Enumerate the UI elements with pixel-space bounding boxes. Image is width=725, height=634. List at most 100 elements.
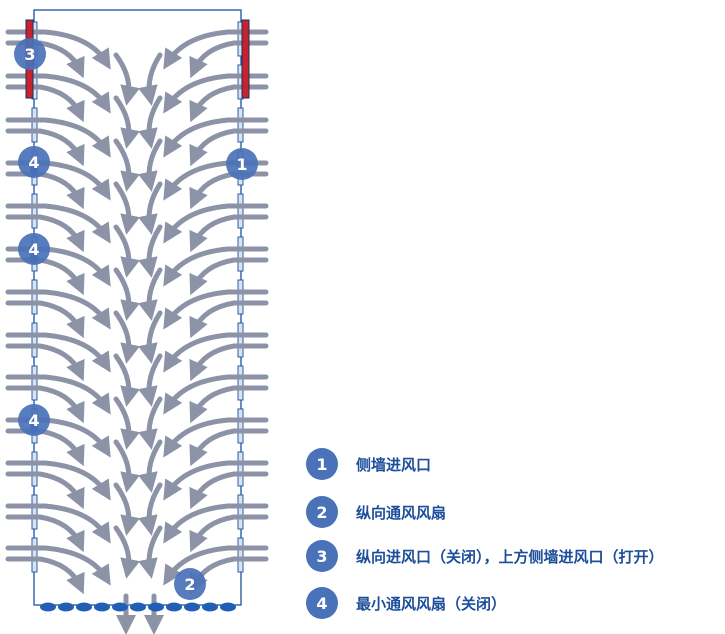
- airflow-arrow: [5, 545, 111, 586]
- legend-label: 纵向进风口（关闭），上方侧墙进风口（打开）: [356, 547, 664, 566]
- tunnel-fan-marker: [58, 602, 74, 612]
- legend-item-side-inlet: 1 侧墙进风口: [306, 448, 721, 480]
- wall-inlet-panel: [31, 537, 38, 573]
- airflow-arrow: [138, 267, 163, 321]
- airflow-arrow: [5, 556, 85, 595]
- airflow-arrow: [5, 128, 85, 167]
- wall-inlet-panel: [31, 365, 38, 401]
- airflow-arrow: [189, 128, 269, 167]
- airflow-arrow: [189, 40, 269, 79]
- wall-inlet-panel: [237, 107, 244, 143]
- airflow-arrow: [138, 396, 163, 450]
- airflow-arrow: [5, 385, 85, 424]
- airflow-arrow: [138, 181, 163, 235]
- airflow-arrow: [5, 257, 85, 296]
- wall-inlet-panel: [31, 279, 38, 315]
- airflow-arrow: [5, 289, 111, 330]
- airflow-arrow: [113, 267, 140, 321]
- tunnel-fan-marker: [94, 602, 110, 612]
- airflow-arrow: [5, 332, 111, 373]
- badge-min-fan: 4: [18, 233, 50, 265]
- airflow-arrow: [189, 428, 269, 467]
- wall-inlet-panel: [237, 537, 244, 573]
- airflow-arrow: [5, 203, 111, 244]
- tunnel-fans: [40, 602, 236, 612]
- airflow-arrows: [5, 29, 269, 634]
- legend-label: 纵向通风风扇: [356, 503, 447, 522]
- tunnel-fan-marker: [40, 602, 56, 612]
- legend-item-tunnel-fan: 2 纵向通风风扇: [306, 496, 721, 528]
- airflow-arrow: [189, 385, 269, 424]
- airflow-arrow: [113, 396, 140, 450]
- airflow-arrow: [163, 545, 269, 586]
- airflow-arrow: [163, 117, 269, 158]
- airflow-arrow: [163, 460, 269, 501]
- airflow-arrow: [138, 224, 163, 278]
- airflow-arrow: [189, 514, 269, 553]
- airflow-arrow: [5, 471, 85, 510]
- airflow-arrow: [5, 84, 85, 123]
- wall-inlet-panel: [31, 322, 38, 358]
- airflow-arrow: [113, 181, 140, 235]
- airflow-arrow: [113, 525, 140, 579]
- airflow-arrow: [163, 246, 269, 287]
- badge-min-fan: 4: [18, 404, 50, 436]
- airflow-arrow: [113, 95, 140, 149]
- legend-number-badge: 4: [306, 587, 338, 619]
- badge-tunnel-fan: 2: [174, 568, 206, 600]
- airflow-arrow: [5, 73, 111, 114]
- badge-tunnel-inlet: 3: [14, 38, 46, 70]
- airflow-arrow: [113, 310, 140, 364]
- airflow-arrow: [113, 353, 140, 407]
- airflow-arrow: [163, 503, 269, 544]
- airflow-arrow: [138, 310, 163, 364]
- airflow-arrow: [113, 224, 140, 278]
- airflow-arrow: [138, 353, 163, 407]
- tunnel-fan-marker: [148, 602, 164, 612]
- airflow-arrow: [138, 482, 163, 536]
- tunnel-fan-marker: [220, 602, 236, 612]
- wall-inlet-panel: [237, 279, 244, 315]
- wall-inlet-panel: [237, 236, 244, 272]
- airflow-arrow: [113, 482, 140, 536]
- airflow-arrow: [5, 171, 85, 210]
- wall-inlet-panel: [31, 107, 38, 143]
- svg-text:4: 4: [28, 153, 39, 172]
- svg-text:2: 2: [184, 575, 195, 594]
- airflow-arrow: [189, 300, 269, 339]
- airflow-arrow: [189, 84, 269, 123]
- airflow-arrow: [138, 138, 163, 192]
- svg-text:4: 4: [28, 240, 39, 259]
- tunnel-fan-marker: [76, 602, 92, 612]
- airflow-arrow: [138, 525, 163, 579]
- airflow-arrow: [5, 503, 111, 544]
- airflow-arrow: [163, 374, 269, 415]
- airflow-arrow: [5, 514, 85, 553]
- airflow-arrow: [189, 171, 269, 210]
- tunnel-inlet-right: [241, 19, 250, 99]
- airflow-arrow: [138, 439, 163, 493]
- airflow-arrow: [5, 29, 111, 70]
- legend-item-tunnel-inlet: 3 纵向进风口（关闭），上方侧墙进风口（打开）: [306, 540, 721, 572]
- airflow-arrow: [189, 257, 269, 296]
- tunnel-fan-marker: [166, 602, 182, 612]
- legend-number-badge: 3: [306, 540, 338, 572]
- airflow-arrow: [5, 300, 85, 339]
- airflow-arrow: [5, 428, 85, 467]
- airflow-arrow: [5, 460, 111, 501]
- wall-inlet-panel: [237, 451, 244, 487]
- wall-inlet-panel: [31, 193, 38, 229]
- wall-inlet-panel: [237, 322, 244, 358]
- wall-inlet-panel: [237, 365, 244, 401]
- wall-inlet-panel: [31, 451, 38, 487]
- legend-number-badge: 1: [306, 448, 338, 480]
- airflow-arrow: [163, 332, 269, 373]
- badge-min-fan: 4: [18, 146, 50, 178]
- wall-inlet-panel: [237, 193, 244, 229]
- svg-text:4: 4: [28, 411, 39, 430]
- airflow-arrow: [138, 95, 163, 149]
- wall-inlet-panel: [31, 494, 38, 530]
- svg-text:3: 3: [24, 45, 35, 64]
- airflow-arrow: [163, 417, 269, 458]
